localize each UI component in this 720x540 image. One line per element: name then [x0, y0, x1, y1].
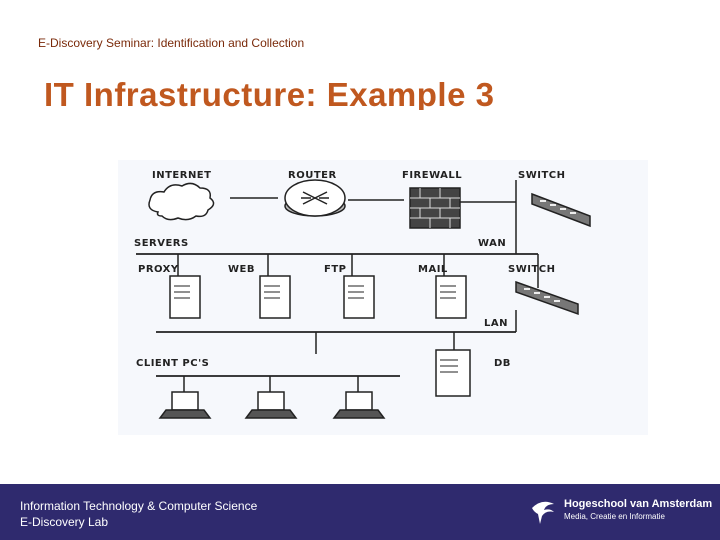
server-proxy-icon — [169, 254, 201, 319]
label-wan: WAN — [478, 238, 506, 249]
db-server-icon — [435, 349, 471, 397]
switch-lan-icon — [515, 280, 579, 316]
footer-text: Information Technology & Computer Scienc… — [20, 498, 257, 530]
logo-subtitle: Media, Creatie en Informatie — [564, 512, 665, 521]
server-web-icon — [259, 254, 291, 319]
label-db: DB — [494, 358, 511, 369]
internet-cloud-icon — [148, 182, 215, 221]
router-icon — [284, 179, 346, 217]
laptop-icon — [158, 376, 212, 419]
label-proxy: PROXY — [138, 264, 179, 275]
label-lan: LAN — [484, 318, 508, 329]
footer-bar: Information Technology & Computer Scienc… — [0, 484, 720, 540]
label-servers: SERVERS — [134, 238, 189, 249]
label-web: WEB — [228, 264, 255, 275]
seminar-header: E-Discovery Seminar: Identification and … — [38, 36, 305, 50]
switch-top-icon — [531, 192, 591, 228]
server-mail-icon — [435, 254, 467, 319]
firewall-icon — [409, 187, 461, 229]
hva-logo: Hogeschool van Amsterdam Media, Creatie … — [528, 494, 712, 528]
label-router: ROUTER — [288, 170, 337, 181]
footer-line-1: Information Technology & Computer Scienc… — [20, 499, 258, 513]
label-switch-top: SWITCH — [518, 170, 565, 181]
slide-title: IT Infrastructure: Example 3 — [44, 76, 495, 110]
label-switch-lan: SWITCH — [508, 264, 555, 275]
laptop-icon — [332, 376, 386, 419]
network-diagram: INTERNET ROUTER FIREWALL SWITCH SERVERS … — [118, 160, 648, 435]
hva-bird-icon — [532, 501, 554, 524]
logo-name: Hogeschool van Amsterdam — [564, 498, 713, 510]
footer-line-2: E-Discovery Lab — [20, 515, 109, 529]
server-ftp-icon — [343, 254, 375, 319]
label-firewall: FIREWALL — [402, 170, 462, 181]
label-client-pcs: CLIENT PC'S — [136, 358, 209, 369]
label-internet: INTERNET — [152, 170, 211, 181]
label-mail: MAIL — [418, 264, 448, 275]
label-ftp: FTP — [324, 264, 346, 275]
laptop-icon — [244, 376, 298, 419]
